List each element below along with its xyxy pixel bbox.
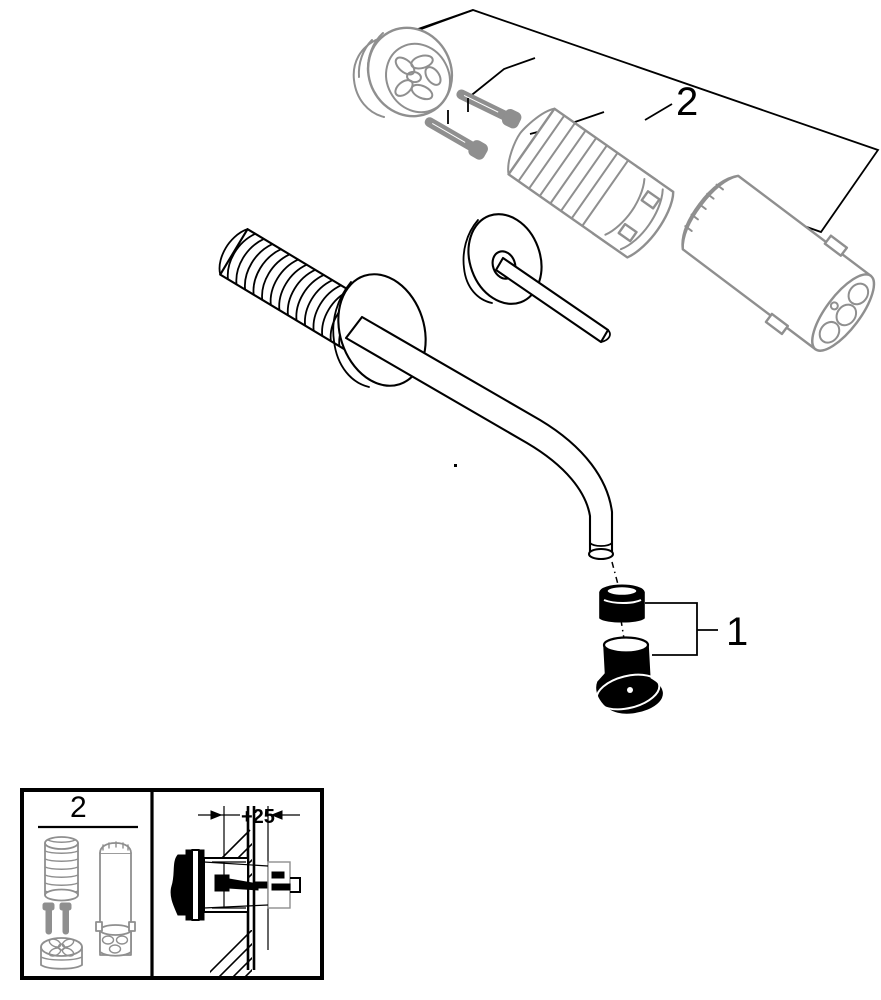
aerator-mousseur: [599, 584, 645, 623]
inset-handle-cap: [40, 937, 83, 970]
inset-group-title: 2: [70, 791, 87, 824]
aerator-assembly: [595, 561, 718, 714]
inset-retaining-sleeve: [44, 836, 79, 902]
cartridge-retaining-sleeve: [507, 107, 675, 259]
handle-lever-rod: [494, 256, 611, 344]
inset-fixing-screws: [42, 902, 72, 935]
inset-cartridge-stem: [203, 861, 301, 909]
cartridge-fixing-screws: [424, 89, 522, 160]
inset-cartridge-body: [95, 841, 136, 957]
aerator-housing-elbow: [595, 636, 663, 714]
callout-2-number: 2: [676, 80, 698, 124]
artifact-dot: [454, 464, 457, 467]
handle-cap-rosette: [352, 26, 454, 118]
spout-body-curved: [344, 315, 615, 561]
callout-1-leader: [645, 602, 718, 656]
cartridge-body: [681, 174, 876, 352]
inset-dimension-label: +25: [241, 806, 275, 828]
callout-1-number: 1: [726, 610, 748, 654]
